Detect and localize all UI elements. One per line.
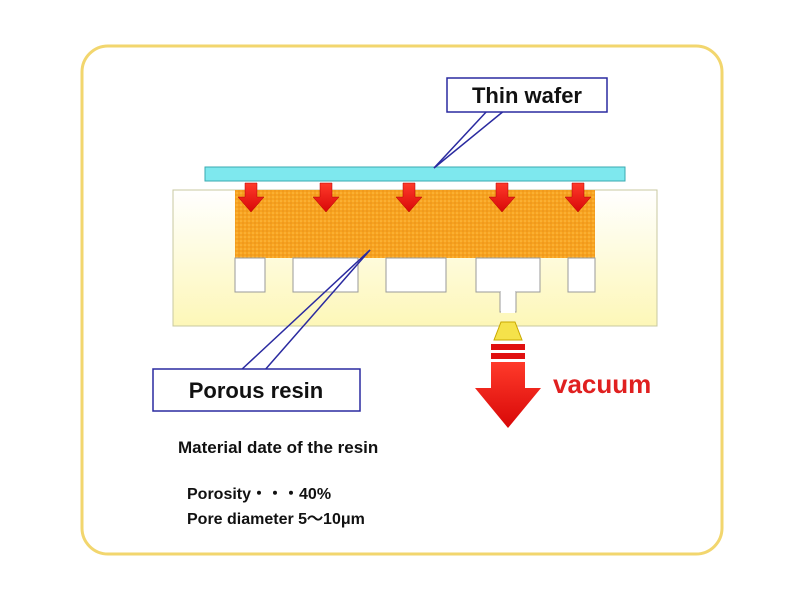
suction-arrows: [237, 182, 592, 213]
callout-lines: [239, 109, 506, 372]
groove: [234, 257, 266, 293]
down-arrow-icon: [488, 182, 516, 213]
porous-resin-callout-line: [239, 249, 371, 372]
thin-wafer-callout-line: [433, 109, 506, 169]
pore-diameter-text: Pore diameter 5～10μm: [187, 511, 365, 528]
porous-resin-callout-line: [263, 249, 371, 372]
material-heading: Material date of the resin: [178, 438, 378, 457]
vacuum-label: vacuum: [553, 369, 651, 399]
groove: [567, 257, 596, 293]
porous-resin-label-box: [152, 368, 361, 412]
vacuum-channel-fill: [501, 291, 515, 313]
groove: [385, 257, 447, 293]
groove: [292, 257, 359, 293]
vacuum-grooves: [234, 257, 596, 293]
thin-wafer-callout-line: [433, 109, 489, 169]
vacuum-arrow-icon: [475, 344, 541, 428]
groove: [475, 257, 541, 293]
thin-wafer-label-box: [446, 77, 608, 113]
down-arrow-icon: [237, 182, 265, 213]
down-arrow-icon: [395, 182, 423, 213]
vacuum-nozzle: [493, 321, 523, 341]
down-arrow-icon: [564, 182, 592, 213]
porous-resin-label: Porous resin: [189, 378, 323, 403]
porosity-text: Porosity・・・40%: [187, 486, 331, 503]
thin-wafer: [204, 166, 626, 182]
down-arrow-icon: [312, 182, 340, 213]
thin-wafer-label: Thin wafer: [472, 83, 582, 108]
